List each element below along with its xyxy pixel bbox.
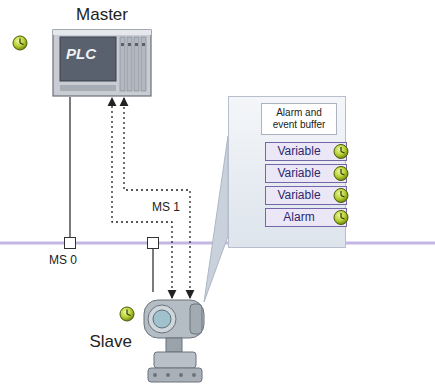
clock-icon <box>334 211 348 225</box>
segment-label: MS 1 <box>151 200 181 214</box>
transmitter-picture <box>140 292 210 385</box>
bus-drop-line <box>69 97 70 237</box>
entry-label: Variable <box>266 187 332 204</box>
clock-icon <box>120 307 134 321</box>
segment-label: MS 0 <box>49 253 77 267</box>
buffer-entry: Variable <box>265 164 347 183</box>
slave-transmitter: Slave <box>140 292 210 385</box>
callout-wedge <box>204 136 228 302</box>
plc-rack <box>52 29 152 97</box>
buffer-entry: Variable <box>265 142 347 161</box>
callout-heading: Alarm and event buffer <box>261 103 337 135</box>
title-label: Master <box>52 5 152 25</box>
plc-master: MasterPLC <box>52 5 152 97</box>
clock-icon <box>334 145 348 159</box>
entry-label: Variable <box>266 165 332 182</box>
buffer-entry: Alarm <box>265 208 347 227</box>
buffer-entry: Variable <box>265 186 347 205</box>
entry-label: Alarm <box>266 209 332 226</box>
plc-label: PLC <box>66 45 96 63</box>
clock-icon <box>334 189 348 203</box>
buffer-callout: Alarm and event bufferVariableVariableVa… <box>228 96 346 248</box>
message-arrow <box>112 98 172 298</box>
entry-label: Variable <box>266 143 332 160</box>
clock-icon <box>334 167 348 181</box>
bus-connector: MS 1 <box>147 237 159 249</box>
bus-drop-line <box>152 249 153 292</box>
message-arrow <box>124 98 190 298</box>
clock-icon <box>13 36 27 50</box>
slave-label: Slave <box>89 332 132 352</box>
bus-connector: MS 0 <box>64 237 76 249</box>
